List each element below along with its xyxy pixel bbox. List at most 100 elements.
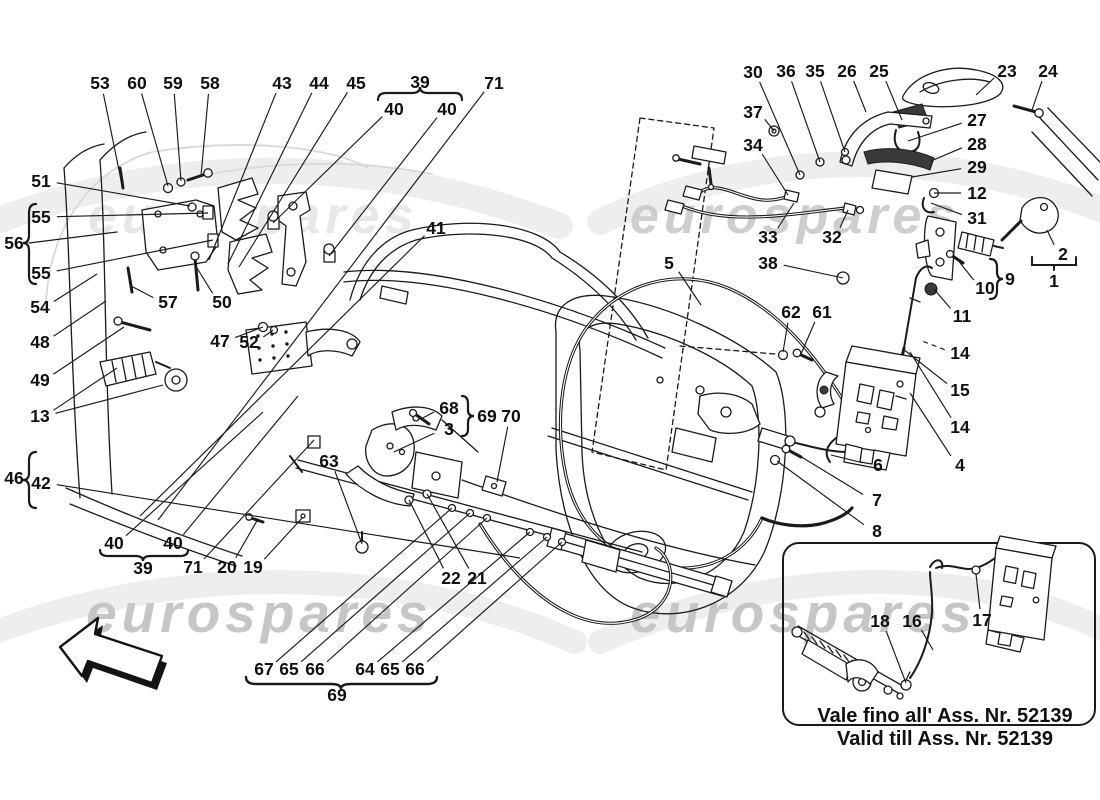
direction-arrow — [58, 616, 167, 690]
callout-51: 51 — [31, 171, 51, 191]
callout-27: 27 — [967, 110, 986, 130]
callout-65: 65 — [380, 659, 400, 679]
leader-line — [920, 629, 934, 651]
leader-line — [930, 202, 962, 216]
leader-line — [956, 258, 975, 281]
callout-40: 40 — [437, 99, 457, 119]
leader-line — [196, 267, 214, 294]
callout-55: 55 — [31, 263, 51, 283]
leader-line — [764, 119, 775, 132]
callout-5: 5 — [664, 253, 674, 273]
callout-57: 57 — [158, 292, 177, 312]
door-panel — [343, 117, 849, 615]
leader-line — [791, 81, 821, 163]
leader-line — [909, 351, 952, 419]
callout-10: 10 — [975, 278, 995, 298]
callout-56: 56 — [4, 233, 24, 253]
callout-54: 54 — [30, 297, 50, 317]
callout-63: 63 — [319, 451, 339, 471]
grouping-braces — [22, 86, 1077, 690]
callout-12: 12 — [967, 183, 987, 203]
callout-47: 47 — [210, 331, 229, 351]
leader-line — [173, 93, 182, 182]
outer-handle-assembly — [795, 67, 1044, 214]
callout-7: 7 — [872, 490, 882, 510]
callout-43: 43 — [272, 73, 292, 93]
callout-52: 52 — [239, 332, 259, 352]
callout-44: 44 — [309, 73, 329, 93]
inset-caption-line1: Vale fino all' Ass. Nr. 52139 — [817, 705, 1072, 727]
callout-66: 66 — [305, 659, 325, 679]
body-sketch-lines — [45, 144, 433, 301]
leader-line — [975, 77, 995, 96]
callout-65: 65 — [279, 659, 299, 679]
leader-line — [408, 499, 444, 569]
callout-16: 16 — [902, 611, 922, 631]
leader-line — [102, 93, 122, 181]
leader-line — [326, 517, 488, 663]
leader-line — [794, 452, 864, 496]
callout-41: 41 — [426, 218, 446, 238]
leader-line — [907, 122, 962, 142]
callout-36: 36 — [776, 61, 796, 81]
leader-line — [238, 91, 348, 268]
callout-26: 26 — [837, 61, 857, 81]
callout-28: 28 — [967, 134, 987, 154]
leader-line — [496, 426, 509, 483]
callout-14: 14 — [950, 417, 970, 437]
callout-18: 18 — [870, 611, 890, 631]
leader-line — [820, 81, 846, 153]
leader-line — [800, 321, 816, 355]
callout-70: 70 — [501, 406, 521, 426]
leader-line — [328, 117, 438, 257]
leader-line — [776, 460, 865, 526]
callout-40: 40 — [384, 99, 404, 119]
callout-53: 53 — [90, 73, 110, 93]
callout-68: 68 — [439, 398, 459, 418]
leader-line — [902, 348, 948, 385]
inner-latch-cluster — [245, 406, 756, 566]
leader-line — [933, 288, 951, 309]
callout-35: 35 — [805, 61, 825, 81]
leader-line — [777, 202, 795, 229]
callout-2: 2 — [1058, 244, 1068, 264]
leader-line — [157, 91, 485, 521]
leader-line — [930, 147, 963, 162]
callout-38: 38 — [758, 253, 778, 273]
leader-line — [262, 329, 274, 338]
callout-66: 66 — [405, 659, 425, 679]
leader-line — [227, 92, 313, 265]
leader-line — [53, 326, 125, 375]
watermark-text: eurospares — [86, 582, 433, 644]
leader-line — [839, 209, 849, 228]
callout-15: 15 — [950, 380, 970, 400]
callout-34: 34 — [743, 135, 763, 155]
leader-line — [56, 484, 521, 559]
leader-line — [759, 81, 801, 176]
leader-line — [141, 93, 169, 187]
leader-line — [782, 322, 789, 353]
leader-line — [56, 182, 191, 207]
callout-19: 19 — [243, 557, 263, 577]
leader-line — [275, 507, 453, 663]
leader-line — [420, 411, 435, 420]
callout-20: 20 — [217, 557, 237, 577]
leader-line — [909, 392, 952, 457]
leader-line — [55, 384, 164, 414]
leader-line — [975, 573, 981, 610]
leader-line — [830, 454, 863, 464]
inset-box: Vale fino all' Ass. Nr. 52139 Valid till… — [782, 535, 1096, 750]
leader-line — [393, 432, 435, 453]
callout-24: 24 — [1038, 61, 1058, 81]
callout-22: 22 — [441, 568, 461, 588]
window-regulator-rail — [289, 455, 733, 625]
door-latch-assembly — [814, 265, 933, 471]
leader-line — [139, 235, 425, 517]
callout-49: 49 — [30, 370, 50, 390]
callout-14: 14 — [950, 343, 970, 363]
callout-48: 48 — [30, 332, 50, 352]
callout-58: 58 — [200, 73, 220, 93]
callout-17: 17 — [972, 610, 991, 630]
callout-6: 6 — [873, 455, 883, 475]
